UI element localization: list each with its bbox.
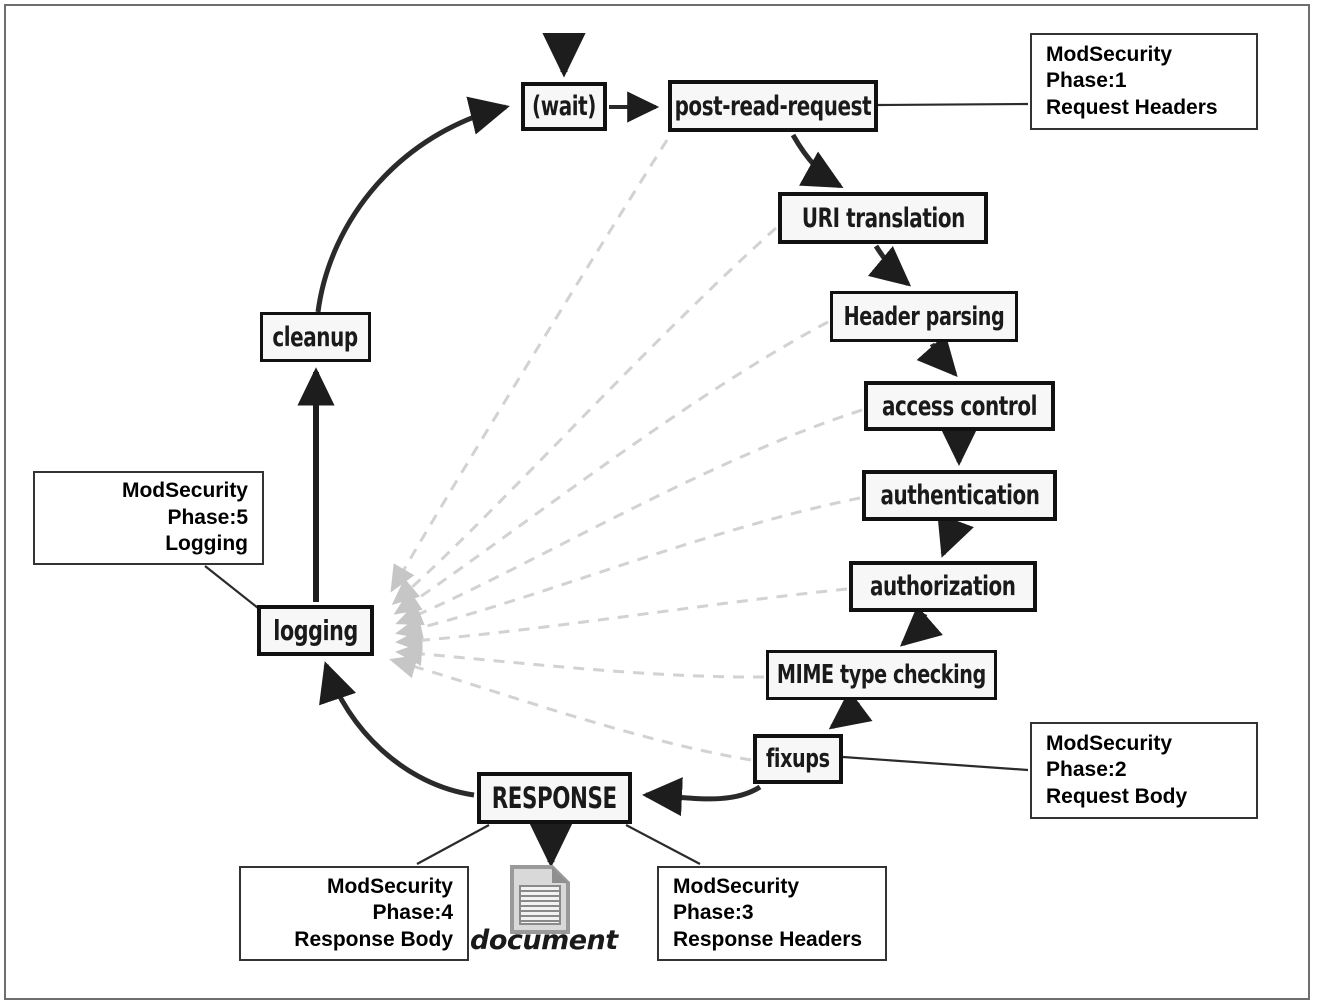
edge-header-to-access — [916, 334, 958, 377]
node-mime-type-checking-label: MIME type checking — [777, 660, 986, 690]
note-modsecurity-phase-2: ModSecurity Phase:2 Request Body — [1030, 722, 1258, 819]
note-phase-1-line-1: ModSecurity Phase:1 — [1046, 42, 1173, 93]
leader-phase2 — [842, 755, 1029, 772]
note-modsecurity-phase-1: ModSecurity Phase:1 Request Headers — [1030, 33, 1258, 130]
node-authentication-label: authentication — [879, 480, 1040, 511]
node-post-read-request[interactable]: post-read-request — [668, 80, 878, 132]
node-authentication[interactable]: authentication — [862, 470, 1057, 521]
edge-fixups-to-response — [642, 777, 762, 817]
node-access-control[interactable]: access control — [864, 381, 1055, 431]
node-fixups-label: fixups — [766, 744, 830, 774]
node-logging[interactable]: logging — [257, 605, 374, 656]
note-phase-3-line-1: ModSecurity Phase:3 — [673, 874, 800, 925]
leader-phase1 — [877, 102, 1029, 107]
note-phase-5-line-2: Logging — [165, 532, 248, 556]
edge-authn-to-authz — [937, 513, 974, 558]
edge-fixups-to-logging — [389, 655, 752, 762]
note-modsecurity-phase-5: ModSecurity Phase:5 Logging — [33, 471, 264, 565]
note-phase-4-line-1: ModSecurity Phase:4 — [326, 874, 453, 925]
edge-uri-to-header — [867, 244, 912, 287]
note-phase-2-line-1: ModSecurity Phase:2 — [1046, 731, 1173, 782]
note-phase-3-line-2: Response Headers — [673, 927, 863, 951]
node-logging-label: logging — [273, 614, 358, 647]
node-authorization[interactable]: authorization — [849, 561, 1037, 612]
node-authorization-label: authorization — [870, 571, 1016, 602]
node-uri-translation-label: URI translation — [801, 202, 965, 234]
note-modsecurity-phase-4: ModSecurity Phase:4 Response Body — [239, 866, 469, 961]
edge-post-read-to-uri — [790, 133, 844, 189]
edge-header-to-logging — [393, 320, 829, 615]
leader-phase3 — [625, 824, 701, 865]
edge-uri-to-logging — [391, 226, 778, 605]
edge-cleanup-to-wait — [315, 96, 510, 313]
document-label: document — [470, 925, 618, 956]
leader-phase4 — [416, 824, 490, 865]
node-response-label: RESPONSE — [491, 781, 618, 815]
node-response[interactable]: RESPONSE — [477, 772, 632, 824]
note-phase-1-line-2: Request Headers — [1046, 95, 1218, 119]
node-access-control-label: access control — [881, 390, 1038, 422]
node-header-parsing[interactable]: Header parsing — [830, 291, 1018, 342]
edge-authz-to-logging — [395, 587, 848, 653]
edge-authn-to-logging — [395, 496, 861, 640]
node-cleanup[interactable]: cleanup — [260, 312, 371, 362]
edge-authz-to-mime — [899, 605, 943, 647]
edge-response-to-logging — [319, 661, 475, 798]
node-post-read-request-label: post-read-request — [674, 90, 872, 122]
edge-mime-to-logging — [395, 641, 765, 679]
node-fixups[interactable]: fixups — [753, 734, 843, 784]
node-uri-translation[interactable]: URI translation — [778, 192, 988, 244]
leader-phase5 — [204, 565, 259, 609]
edge-post-read-to-logging — [390, 139, 669, 593]
node-wait[interactable]: (wait) — [521, 82, 607, 131]
node-wait-label: (wait) — [532, 91, 596, 122]
node-header-parsing-label: Header parsing — [843, 301, 1005, 332]
node-cleanup-label: cleanup — [272, 321, 359, 353]
note-phase-4-line-2: Response Body — [294, 927, 453, 951]
dashed-edges-to-logging — [389, 139, 863, 762]
note-leader-lines — [204, 102, 1029, 865]
note-modsecurity-phase-3: ModSecurity Phase:3 Response Headers — [657, 866, 887, 961]
edge-access-to-logging — [395, 408, 863, 626]
note-phase-5-line-1: ModSecurity Phase:5 — [121, 479, 248, 529]
note-phase-2-line-2: Request Body — [1046, 784, 1188, 808]
document-page-icon — [506, 862, 576, 940]
node-mime-type-checking[interactable]: MIME type checking — [766, 650, 997, 700]
edge-mime-to-fixups — [828, 689, 873, 730]
